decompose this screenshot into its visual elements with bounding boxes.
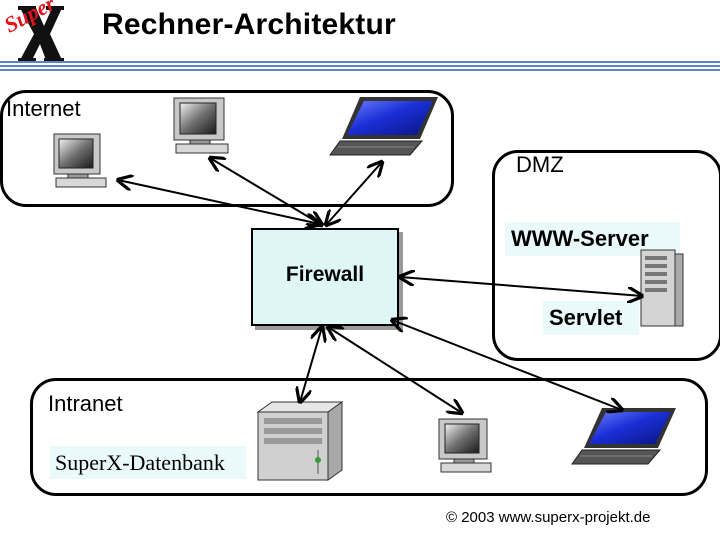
laptop-icon	[571, 408, 676, 465]
desktop-computer-icon	[53, 133, 107, 188]
dmz-zone-label: DMZ	[516, 152, 564, 177]
desktop-computer-icon	[438, 418, 492, 473]
firewall-label: Firewall	[285, 263, 365, 286]
header-divider-middle	[0, 65, 720, 67]
server-tower-icon	[256, 401, 344, 481]
connection-arrow	[300, 327, 322, 402]
connection-arrow	[118, 180, 320, 224]
desktop-computer-icon	[173, 97, 229, 154]
copyright-text: © 2003 www.superx-projekt.de	[446, 509, 651, 526]
laptop-icon	[329, 97, 438, 156]
superx-database-label: SuperX-Datenbank	[50, 446, 246, 479]
connection-arrow	[326, 162, 382, 225]
header-divider-bottom	[0, 69, 720, 71]
connection-arrow	[210, 158, 322, 225]
header-divider-top	[0, 61, 720, 63]
page-title: Rechner-Architektur	[102, 8, 396, 41]
www-server-label: WWW-Server	[505, 222, 680, 256]
connection-arrow	[400, 277, 642, 296]
server-tower-icon	[640, 249, 684, 327]
connection-arrow	[392, 320, 622, 410]
internet-zone-label: Internet	[6, 96, 81, 121]
intranet-zone-label: Intranet	[48, 391, 123, 416]
